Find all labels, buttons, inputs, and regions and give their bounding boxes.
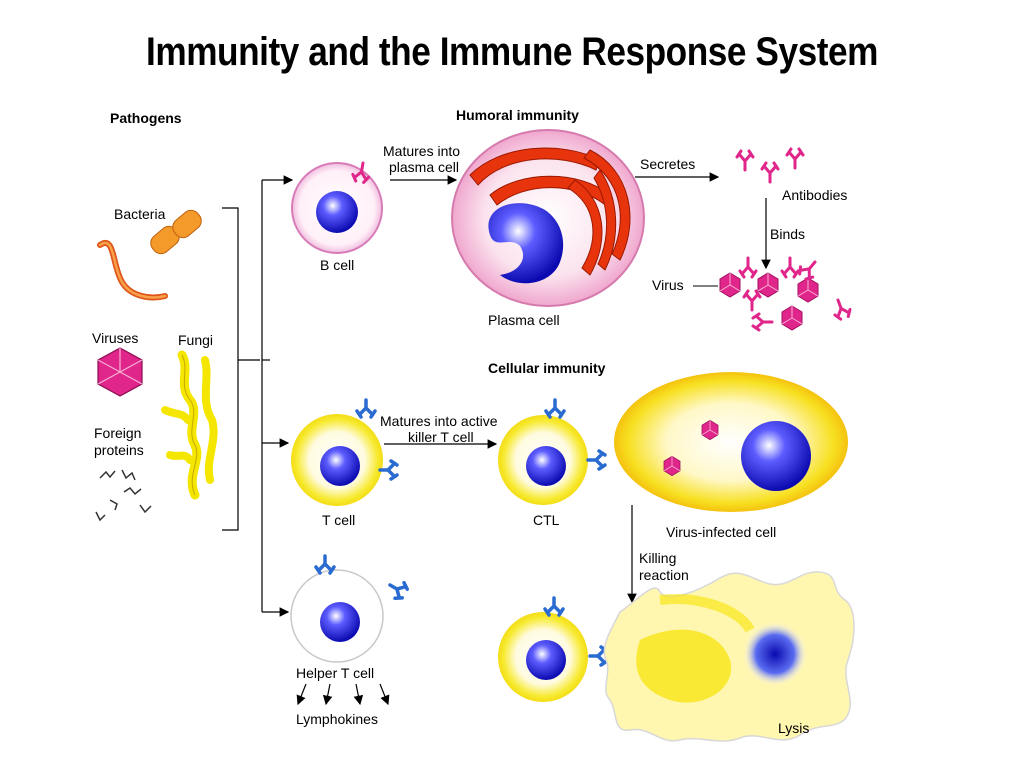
b-cell-nucleus [316,191,358,233]
lymphokine-arrows [296,683,390,706]
ctl-nucleus [526,446,566,486]
virus-pathogen-icon [97,347,143,397]
killing-label-line1: Killing [639,550,676,566]
bacteria-icon [97,209,202,301]
matures-plasma-label-line1: Matures into [383,143,460,159]
plasma-cell [451,129,645,307]
virus-infected-cell [614,372,848,512]
endoplasmic-reticulum [469,147,631,276]
lymphokines-label: Lymphokines [296,711,378,727]
matures-killer-label-line1: Matures into active [380,413,498,429]
cellular-immunity-header: Cellular immunity [488,360,606,376]
binds-label: Binds [770,226,805,242]
antibodies-label: Antibodies [782,187,847,203]
b-cell [291,160,383,254]
virus-label: Virus [652,277,684,293]
helper-t-cell-label: Helper T cell [296,665,374,681]
fungi-icon [161,350,218,500]
matures-plasma-label-line2: plasma cell [389,159,459,175]
matures-killer-label-line2: killer T cell [408,429,474,445]
slide-title: Immunity and the Immune Response System [146,30,878,74]
virus-infected-cell-label: Virus-infected cell [666,524,776,540]
fungi-label: Fungi [178,332,213,348]
plasma-cell-nucleus [488,203,564,284]
foreign-proteins-label-line2: proteins [94,442,144,458]
virus-antibody-complex [719,255,854,332]
plasma-cell-label: Plasma cell [488,312,560,328]
t-cell-label: T cell [322,512,355,528]
t-cell-nucleus [320,446,360,486]
foreign-proteins-icon [95,469,152,522]
b-cell-label: B cell [320,257,354,273]
t-cell [291,398,399,506]
pathogen-bracket [222,180,263,612]
ctl-lysing-cell [498,596,609,702]
ctl-cell [498,398,607,505]
killing-label-line2: reaction [639,567,689,583]
secretes-label: Secretes [640,156,695,172]
infected-cell-nucleus [741,421,811,491]
ctl-label: CTL [533,512,560,528]
antibodies-icon [735,147,805,184]
humoral-immunity-header: Humoral immunity [456,107,579,123]
helper-t-cell-nucleus [320,602,360,642]
lysis-nucleus [743,622,807,686]
lysis-label: Lysis [778,720,809,736]
pathogens-header: Pathogens [110,110,182,126]
helper-t-cell [290,554,411,663]
foreign-proteins-label-line1: Foreign [94,425,141,441]
lysed-cell [603,571,855,742]
bacteria-label: Bacteria [114,206,166,222]
viruses-label: Viruses [92,330,138,346]
